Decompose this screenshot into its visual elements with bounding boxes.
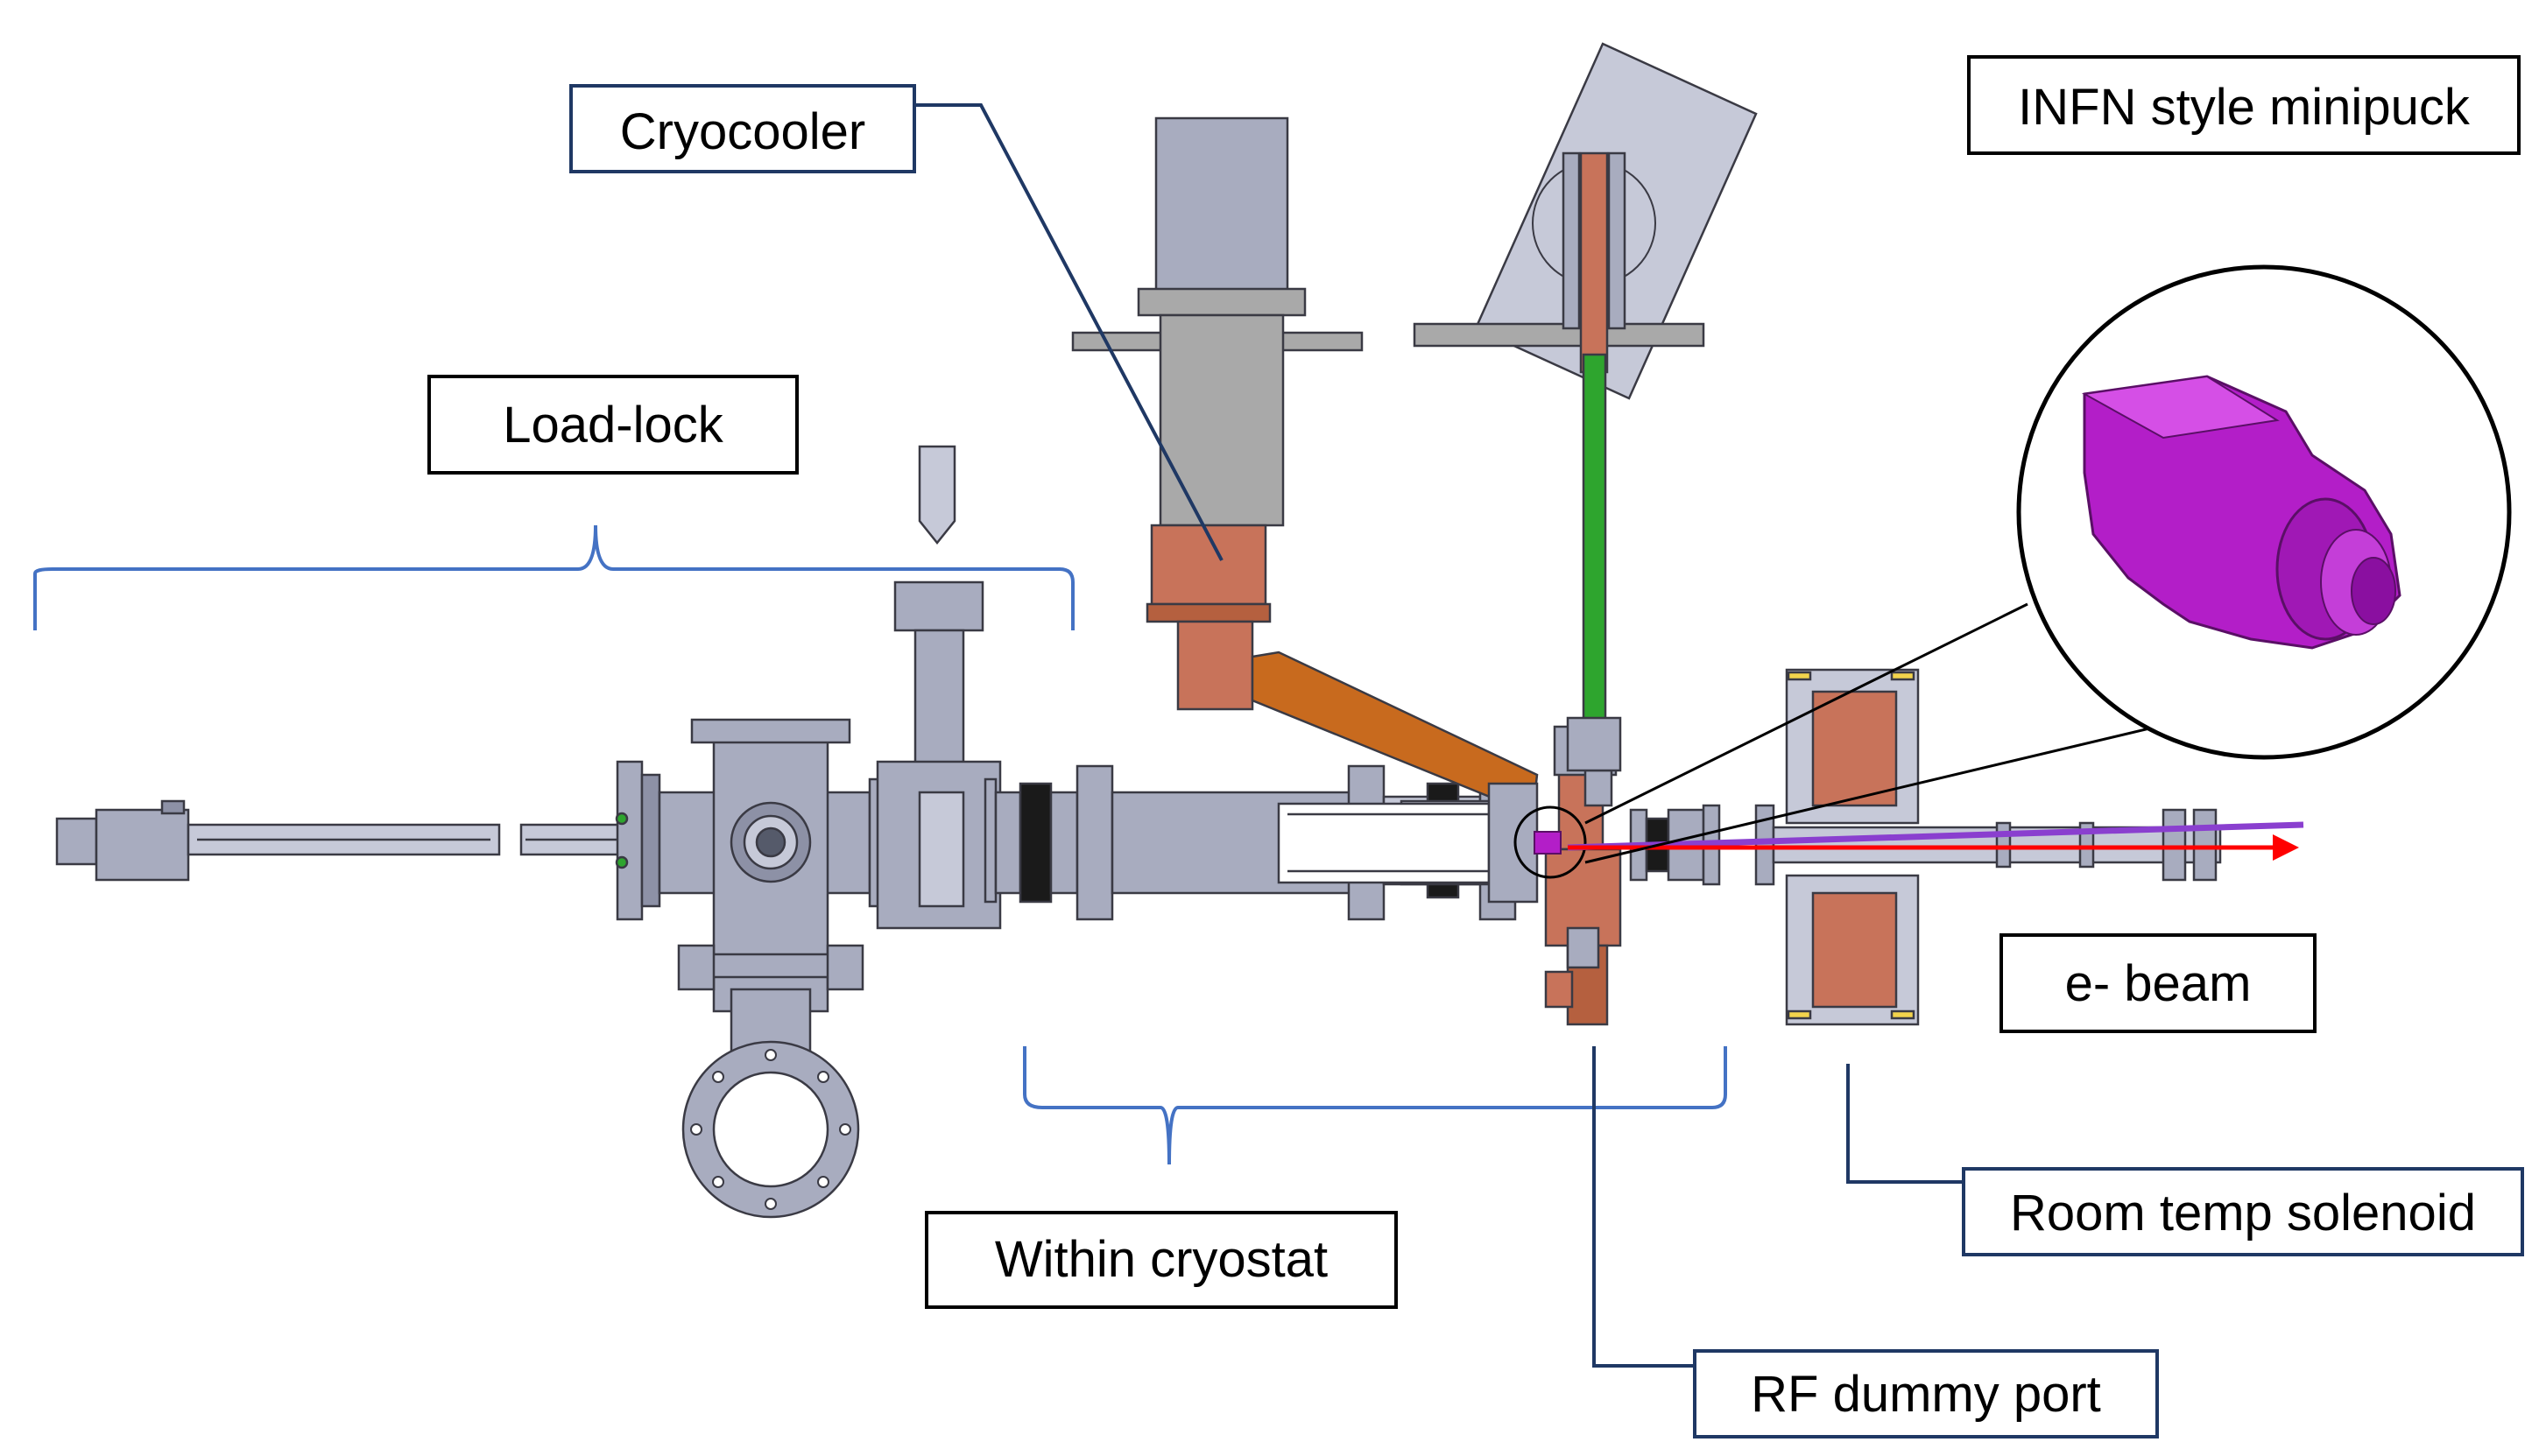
gate-valve (876, 445, 1002, 930)
downstream-beamline (1772, 808, 2222, 882)
within-cryostat-label-text: Within cryostat (995, 1231, 1328, 1288)
rf-dummy-port-label: RF dummy port (1693, 1349, 2159, 1438)
inner-cathode-stalk (1277, 802, 1491, 884)
probe-tip (918, 445, 956, 545)
cryocooler-cold-finger (1176, 620, 1254, 711)
load-lock-chamber (615, 718, 906, 1219)
cryocooler-head (1154, 116, 1289, 295)
within-cryostat-brace (1023, 1046, 1727, 1165)
e-beam-label: e- beam (1999, 933, 2317, 1033)
laser-beam-purple (1567, 821, 2304, 851)
load-lock-brace (33, 524, 1075, 630)
load-lock-top-flange (690, 718, 851, 744)
manipulator-arm (55, 799, 624, 882)
infn-minipuck-label: INFN style minipuck (1967, 55, 2521, 155)
gate-valve-stem (913, 629, 965, 772)
green-rod (1582, 353, 1607, 724)
load-lock-flange-left (616, 760, 644, 921)
magnify-circle-small (1513, 805, 1587, 879)
room-temp-solenoid (1785, 668, 1920, 1026)
rf-dummy-port-label-text: RF dummy port (1751, 1366, 2101, 1423)
gate-valve-top-flange (893, 580, 984, 632)
beam-arrowhead (2273, 834, 2299, 861)
infn-minipuck-label-text: INFN style minipuck (2018, 79, 2471, 136)
minipuck-inset (1584, 264, 2512, 864)
e-beam-label-text: e- beam (2065, 955, 2252, 1012)
cryostat-flange-left (1076, 764, 1114, 921)
cryocooler-assembly (1071, 116, 1539, 816)
manipulator-knob (55, 817, 98, 866)
top-mount-flange (1413, 322, 1705, 348)
cryocooler-label-text: Cryocooler (620, 103, 865, 160)
minipuck-in-gun (1534, 831, 1562, 855)
load-lock-label: Load-lock (427, 375, 799, 475)
rf-feed-port (1413, 42, 1758, 772)
insulator-ring (1019, 782, 1053, 904)
load-lock-label-text: Load-lock (503, 397, 723, 454)
cryocooler-label: Cryocooler (569, 84, 916, 173)
cryocooler-leader (915, 103, 1224, 561)
within-cryostat-label: Within cryostat (925, 1211, 1398, 1309)
manipulator-handle (95, 808, 190, 882)
room-temp-solenoid-label: Room temp solenoid (1962, 1167, 2524, 1256)
room-temp-solenoid-label-text: Room temp solenoid (2010, 1185, 2476, 1241)
solenoid-leader (1846, 1064, 1962, 1184)
beams (1567, 821, 2304, 861)
rf-dummy-port-leader (1592, 1046, 1695, 1368)
cryocooler-stage-1 (1159, 313, 1285, 527)
manipulator-tab (160, 799, 186, 815)
